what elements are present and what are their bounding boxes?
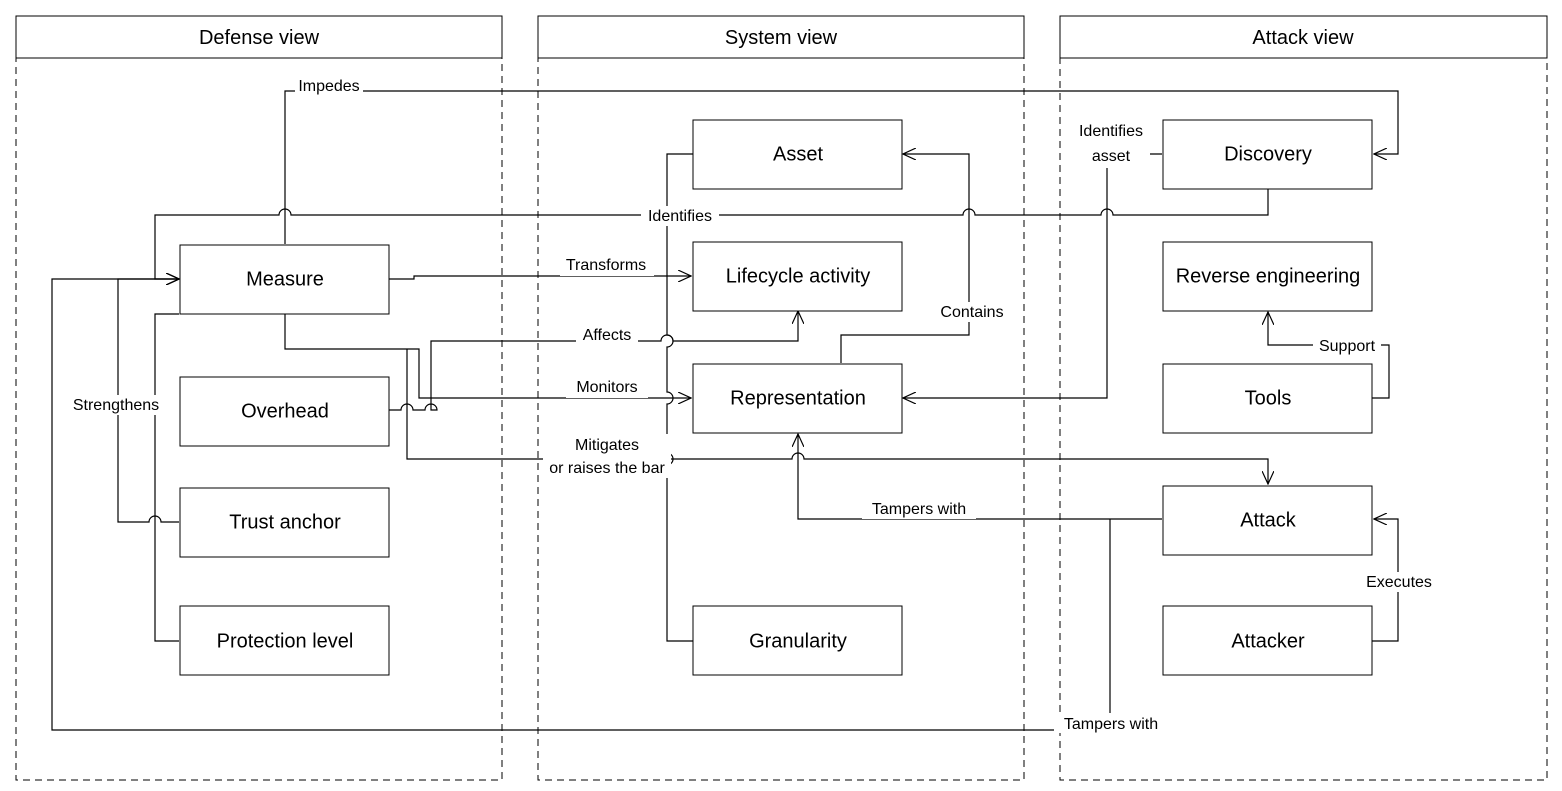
lane-defense: Defense view [15,15,503,781]
node-discovery-label: Discovery [1224,143,1312,165]
node-protection-level-label: Protection level [217,630,354,652]
edge-label-impedes: Impedes [298,78,359,95]
edge-transforms [389,276,691,279]
edge-strengthens [117,279,179,523]
lane-attack: Attack view [1059,15,1548,781]
edges [51,90,1399,731]
edge-tampers-representation [798,434,1162,520]
edge-label-transforms: Transforms [566,257,646,274]
edge-label-tampers-with-1: Tampers with [872,501,966,518]
node-representation: Representation [692,363,903,434]
edge-label-tampers-with-2: Tampers with [1064,716,1158,733]
lane-title-attack: Attack view [1252,27,1354,49]
lane-system: System view [537,15,1025,781]
edge-label-executes: Executes [1366,574,1432,591]
node-attacker-label: Attacker [1231,630,1305,652]
node-overhead: Overhead [179,376,390,447]
node-discovery: Discovery [1162,119,1373,190]
edge-label-mitigates-1: Mitigates [575,437,639,454]
node-tools: Tools [1162,363,1373,434]
edge-label-monitors: Monitors [576,379,637,396]
edge-label-identifies-asset-2: asset [1092,148,1131,165]
node-granularity: Granularity [692,605,903,676]
node-attacker: Attacker [1162,605,1373,676]
nodes: Measure Overhead Trust anchor Protection… [179,119,1373,676]
node-representation-label: Representation [730,387,866,409]
node-trust-anchor: Trust anchor [179,487,390,558]
node-reverse-engineering-label: Reverse engineering [1176,265,1361,287]
node-protection-level: Protection level [179,605,390,676]
edge-label-support: Support [1319,338,1376,355]
node-tools-label: Tools [1245,387,1292,409]
node-measure: Measure [179,244,390,315]
edge-label-contains: Contains [940,304,1003,321]
edge-label-mitigates-2: or raises the bar [549,460,665,477]
edge-labels: Impedes Identifies Identifies asset Tran… [66,77,1437,733]
edge-label-strengthens: Strengthens [73,397,159,414]
node-trust-anchor-label: Trust anchor [229,511,341,533]
node-attack-label: Attack [1240,509,1297,531]
node-attack: Attack [1162,485,1373,556]
edge-tampers-measure [51,279,1111,731]
edge-label-identifies-asset-1: Identifies [1079,123,1143,140]
node-granularity-label: Granularity [749,630,847,652]
edge-monitors [284,314,691,398]
lane-title-system: System view [725,27,838,49]
node-measure-label: Measure [246,268,324,290]
edge-impedes [284,90,1399,244]
node-lifecycle-activity-label: Lifecycle activity [726,265,871,287]
node-asset-label: Asset [773,143,823,165]
node-asset: Asset [692,119,903,190]
node-lifecycle-activity: Lifecycle activity [692,241,903,312]
edge-identifies [154,189,1269,279]
edge-label-identifies: Identifies [648,208,712,225]
node-reverse-engineering: Reverse engineering [1162,241,1373,312]
edge-label-affects: Affects [583,327,632,344]
edge-identifies-asset [903,153,1162,398]
edge-support [1268,312,1390,399]
edge-protection-level [154,313,179,642]
lane-title-defense: Defense view [199,27,320,49]
node-overhead-label: Overhead [241,400,329,422]
edge-contains [840,154,970,363]
